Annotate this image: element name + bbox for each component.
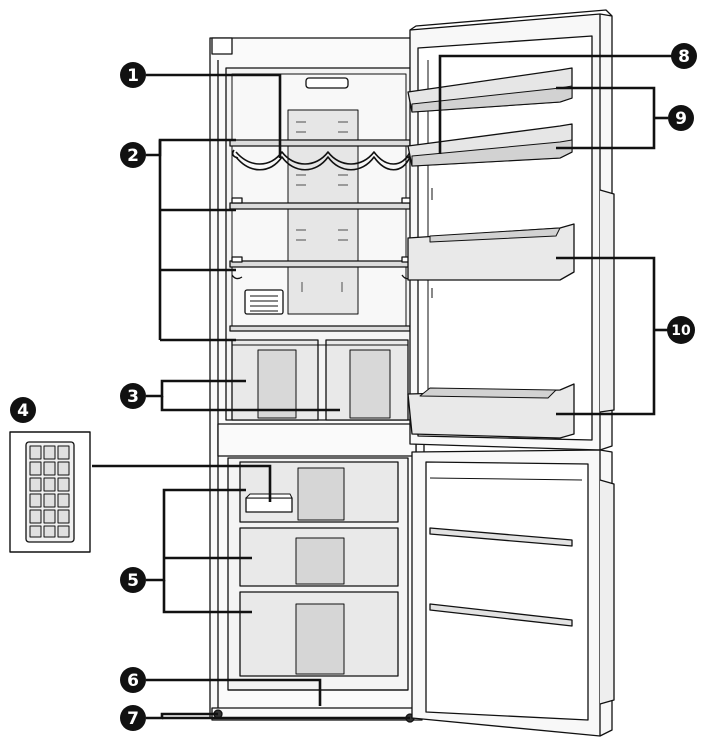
callout-2: 2 [120,142,146,168]
svg-text:1: 1 [127,66,139,86]
svg-text:4: 4 [17,401,29,421]
callout-6: 6 [120,667,146,693]
svg-text:2: 2 [127,146,139,166]
callout-5: 5 [120,567,146,593]
callout-8: 8 [671,43,697,69]
svg-text:7: 7 [127,709,139,729]
callout-9: 9 [668,105,694,131]
svg-text:5: 5 [127,571,139,591]
callout-7: 7 [120,705,146,731]
callout-4: 4 [10,397,36,423]
freezer-compartment [228,458,408,690]
callout-3: 3 [120,383,146,409]
callout-1: 1 [120,62,146,88]
svg-text:10: 10 [671,323,691,339]
svg-text:6: 6 [127,671,139,691]
freezer-door [412,450,614,736]
cabinet-base [212,708,422,722]
ice-tray-inset [10,432,90,552]
svg-text:8: 8 [678,47,690,67]
svg-text:3: 3 [127,387,139,407]
compartment-divider [218,424,416,456]
callout-10: 10 [667,316,695,344]
svg-text:9: 9 [675,109,687,129]
